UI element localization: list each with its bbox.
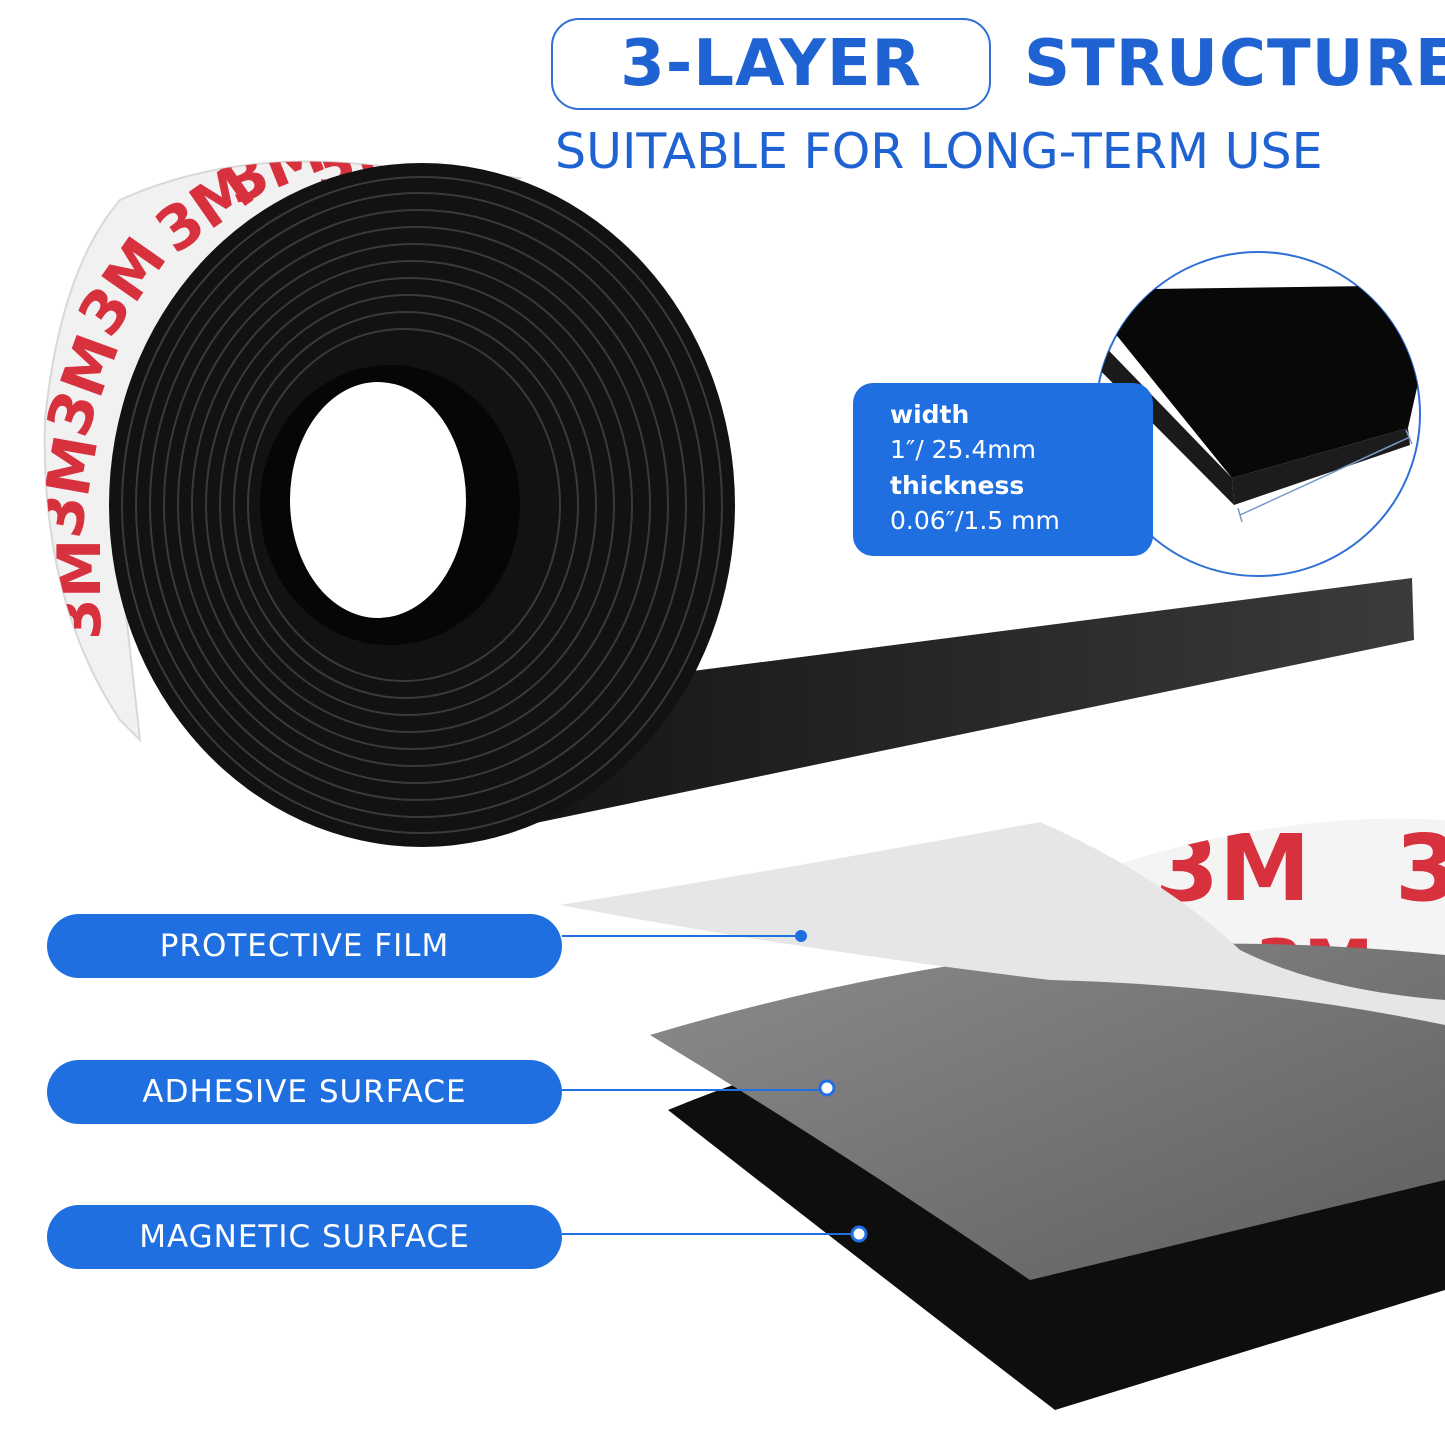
label-magnetic-surface: MAGNETIC SURFACE [47,1205,562,1269]
layered-sheet: 3M 3M 3M [560,815,1445,1410]
unrolled-strip [430,578,1414,845]
spec-thickness-label: thickness [890,471,1025,500]
adhesive-layer [650,943,1445,1280]
tape-roll [109,163,735,847]
label-adhesive-surface: ADHESIVE SURFACE [47,1060,562,1124]
layer-connectors [562,930,868,1243]
heading-rest: STRUCTURE [1024,27,1445,101]
spec-box [853,383,1153,556]
logo-3m: 3M [1395,815,1445,922]
spec-width-value: 1″/ 25.4mm [890,435,1036,464]
heading-emphasis: 3-LAYER [620,27,922,101]
spec-thickness-value: 0.06″/1.5 mm [890,506,1060,535]
roll-core-hole [290,382,466,618]
spec-width-label: width [890,400,970,429]
heading-subtitle: SUITABLE FOR LONG-TERM USE [555,123,1323,180]
protective-film-layer [560,822,1445,1025]
logo-3m: 3M [45,539,115,640]
heading-pill [551,18,991,110]
label-protective-film: PROTECTIVE FILM [47,914,562,978]
